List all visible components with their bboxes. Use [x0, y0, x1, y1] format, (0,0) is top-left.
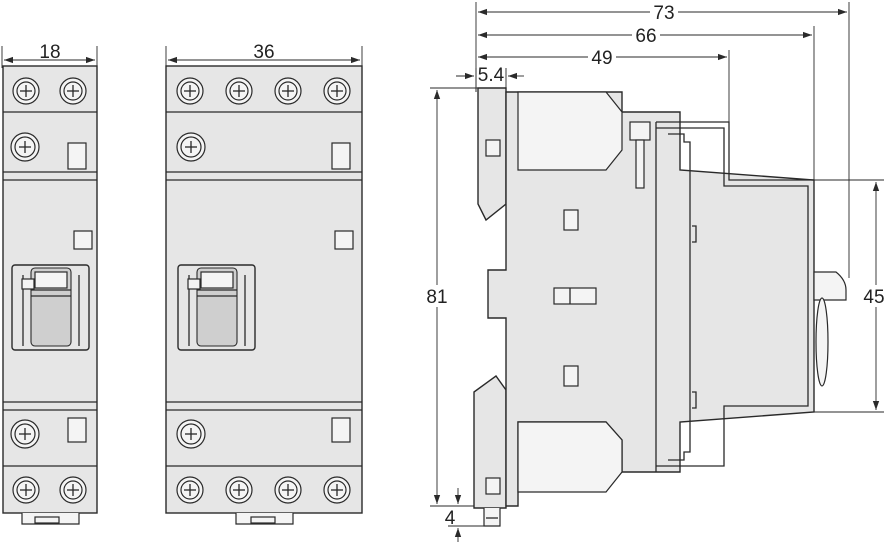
top-pin — [635, 139, 645, 189]
operating-handle — [177, 264, 256, 351]
width-36-label: 36 — [253, 42, 274, 63]
status-window — [334, 230, 354, 250]
operating-handle — [11, 264, 90, 351]
side-view: 73 66 49 5.4 81 45 4 — [424, 2, 886, 542]
dimension-45-label: 45 — [863, 287, 884, 308]
width-18-label: 18 — [39, 42, 60, 63]
terminal-screw-icon — [59, 476, 87, 504]
terminal-screw-icon — [12, 77, 40, 105]
dimension-66-label: 66 — [635, 26, 656, 47]
dimension-81-label: 81 — [426, 287, 447, 308]
center-window — [553, 287, 597, 305]
bottom-terminal-screws — [12, 476, 87, 504]
terminal-screw-icon — [274, 476, 302, 504]
rear-cap — [815, 297, 829, 387]
side-window — [563, 209, 579, 231]
status-window — [73, 230, 93, 250]
front-view-1-module: 18 — [1, 42, 98, 525]
clip-window — [485, 477, 501, 495]
clip-window — [485, 139, 501, 157]
terminal-screw-icon — [323, 476, 351, 504]
terminal-screw-icon — [274, 77, 302, 105]
upper-housing — [517, 91, 623, 171]
side-window — [563, 365, 579, 387]
din-rail-clip — [21, 513, 80, 525]
terminal-screw-icon — [176, 77, 204, 105]
indicator-window — [331, 142, 351, 170]
terminal-screw-icon — [225, 77, 253, 105]
terminal-screw-icon — [323, 77, 351, 105]
aux-screw-icon — [10, 419, 40, 449]
front-view-2-module: 36 — [165, 42, 363, 525]
aux-screw-icon — [176, 419, 206, 449]
rail-clip-foot — [483, 508, 501, 527]
top-terminal-screws — [12, 77, 87, 105]
bottom-terminal-screws — [176, 476, 351, 504]
dimension-4-label: 4 — [445, 508, 456, 529]
aux-screw-icon — [176, 132, 206, 162]
top-terminal-screws — [176, 77, 351, 105]
terminal-screw-icon — [225, 476, 253, 504]
dimension-73-label: 73 — [653, 3, 674, 24]
din-rail-clip — [235, 513, 294, 525]
dimension-5-4-label: 5.4 — [478, 65, 505, 86]
aux-screw-icon — [10, 132, 40, 162]
top-connector — [629, 121, 651, 141]
rear-knob — [813, 271, 847, 301]
terminal-screw-icon — [176, 476, 204, 504]
terminal-screw-icon — [59, 77, 87, 105]
indicator-window — [331, 417, 351, 443]
indicator-window — [67, 417, 87, 443]
lower-housing — [517, 421, 623, 493]
terminal-screw-icon — [12, 476, 40, 504]
dimension-49-label: 49 — [591, 48, 612, 69]
indicator-window — [67, 142, 87, 170]
